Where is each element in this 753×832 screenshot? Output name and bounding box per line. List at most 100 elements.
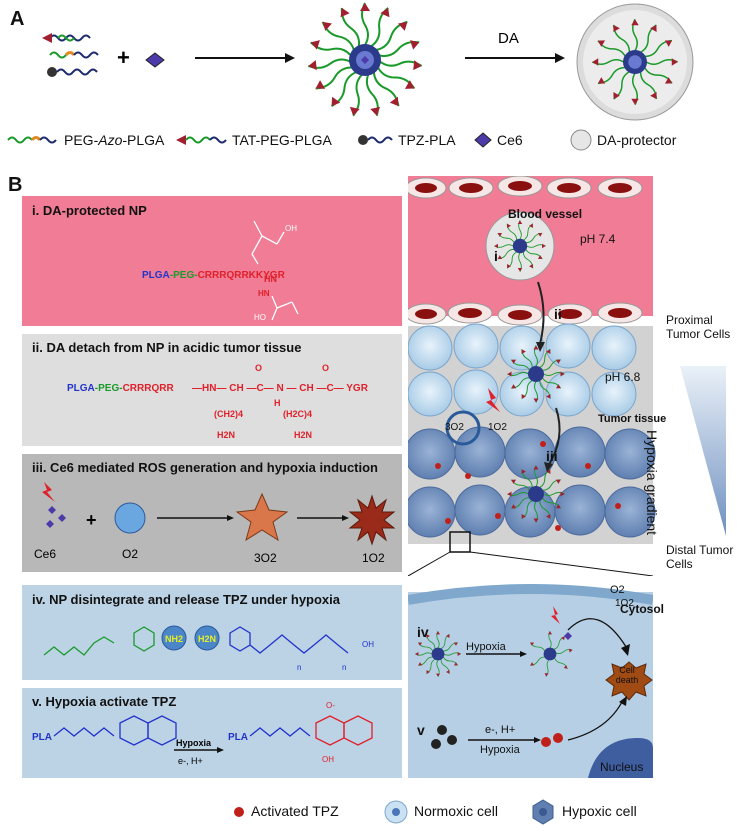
peg-azo-plga-chain-icon <box>49 51 67 59</box>
hypoxia-gradient-label: Hypoxia gradient <box>644 430 660 536</box>
panel-v-o-label: O- <box>326 701 335 710</box>
flow-arrow-ii <box>537 281 545 345</box>
legend-tat-peg-plga-label: TAT-PEG-PLGA <box>232 132 332 148</box>
zoom-death-arrowhead <box>619 696 627 706</box>
vessel-nanoparticle-icon <box>485 211 555 281</box>
da-arrow-label: DA <box>498 30 519 47</box>
tpz-activated-dots <box>541 733 563 747</box>
lightning-icon <box>42 482 55 502</box>
ce6-mol-icon-3 <box>46 520 54 528</box>
panel-i-lower-sidechain <box>271 295 299 321</box>
zoom-death-arrow <box>567 699 624 741</box>
panel-v-conditions: e-, H+ <box>178 756 203 766</box>
panel-iii-singlet-label: 1O2 <box>362 551 385 565</box>
step-iii-label: iii <box>546 448 558 464</box>
amine-sphere-left <box>161 625 187 651</box>
singlet-oxygen-burst-icon <box>348 494 396 546</box>
legend-peg-azo-plga-icon <box>7 136 33 144</box>
endothelial-cells-top <box>408 176 643 199</box>
phenyl-ring-left <box>133 626 155 652</box>
tpz-inactive-dots <box>431 725 457 749</box>
singlet-o2-label: 1O2 <box>488 422 507 433</box>
panel-iv-structure: NH2 H2N n n OH <box>43 625 374 672</box>
legend-da-protector-label: DA-protector <box>597 132 677 148</box>
activated-tpz-dots <box>435 441 621 531</box>
flow-arrow-iii <box>547 407 561 467</box>
panel-ii-h2n-left: H2N <box>217 430 235 440</box>
zoom-o2-label: O2 <box>610 584 625 596</box>
legend-plga-segment <box>39 136 57 144</box>
normoxic-cells <box>408 323 637 417</box>
hypoxic-nanoparticle-icon <box>507 465 565 523</box>
benzo-ring-left <box>147 715 177 746</box>
ph-blood-label: pH 7.4 <box>580 232 616 246</box>
panel-v-pla-right: PLA <box>228 732 248 743</box>
panel-v-structure: PLA Hypoxia e-, H+ PLA O- OH <box>32 701 373 766</box>
triazine-ring-left <box>119 715 149 746</box>
zoom-conditions-label: e-, H+ <box>485 724 516 736</box>
normoxic-cell-nucleus <box>392 808 400 816</box>
zoom-np-disintegrated-icon <box>528 630 574 678</box>
step-i-label: i <box>494 248 498 264</box>
legend-tat-arrow-icon <box>176 135 186 145</box>
zoom-hypoxia-iv-label: Hypoxia <box>466 641 506 653</box>
plga-navy-segment <box>73 51 99 59</box>
panel-ii-h2n-right: H2N <box>294 430 312 440</box>
polymer-chains-group <box>42 33 99 77</box>
panel-ii-formula: PLGA-PEG-CRRRQRR <box>67 383 174 394</box>
ce6-mol-icon-2 <box>58 514 66 522</box>
legend-peg-azo-plga-label: PEG-Azo-PLGA <box>64 132 165 148</box>
cell-death-burst-icon <box>605 661 653 701</box>
cell-membrane <box>408 584 653 605</box>
ph-tumor-label: pH 6.8 <box>605 370 641 384</box>
hypoxic-cell-nucleus <box>539 808 547 816</box>
zoom-selection-box <box>449 531 471 553</box>
panel-iv-oh: OH <box>362 640 374 649</box>
amine-label-left: NH2 <box>165 634 183 644</box>
ros-cycle-icon <box>445 410 481 446</box>
panel-i-upper-sidechain <box>251 220 285 265</box>
activated-tpz-dot-icon <box>234 807 244 817</box>
zoom-arrowhead-hypoxia <box>520 651 527 657</box>
step-v-label: v <box>417 722 425 738</box>
legend-tpz-chain <box>367 136 393 144</box>
zoom-singlet-label: 1O2 <box>615 598 634 609</box>
panel-i-hn-lower: HN <box>258 289 270 298</box>
panel-i <box>22 196 402 326</box>
bottom-legend-icons <box>234 799 554 825</box>
panel-ii-title: ii. DA detach from NP in acidic tumor ti… <box>32 340 302 355</box>
bottom-legend-normoxic: Normoxic cell <box>414 803 499 819</box>
panel-iii-plus: + <box>86 510 97 530</box>
azo-orange-segment <box>64 51 76 57</box>
da-protected-nanoparticle-icon <box>576 3 694 121</box>
panel-ii <box>22 334 402 446</box>
panel-iii-ce6-label: Ce6 <box>34 547 56 561</box>
panel-i-hn: HN <box>264 274 277 284</box>
panel-ii-ch2-right: (H2C)4 <box>283 409 312 419</box>
section-b-letter: B <box>8 174 23 196</box>
peg-green-chain <box>43 636 115 656</box>
legend-tpz-ball-icon <box>358 135 368 145</box>
panel-v-hypoxia-label: Hypoxia <box>176 738 212 748</box>
amine-sphere-right <box>194 625 220 651</box>
zoom-arrowhead-activation <box>534 737 541 743</box>
legend-tat-green <box>185 136 211 144</box>
panel-iv-n-1: n <box>297 663 301 672</box>
legend-azo-segment <box>30 136 42 142</box>
panel-i-structure: OH HN PLGA-PEG-CRRRQRRKKYGR HN HO <box>142 220 299 322</box>
arrow-head-2 <box>555 53 565 63</box>
ce6-diamond-icon <box>145 52 165 68</box>
tumor-microenvironment-diagram <box>408 176 726 576</box>
bottom-legend-activated-tpz: Activated TPZ <box>251 803 339 819</box>
panel-ii-structure: PLGA-PEG-CRRRQRR —HN— CH —C— N — CH —C— … <box>67 363 369 440</box>
cell-zoom-diagram <box>408 584 653 778</box>
panel-iv-n-2: n <box>342 663 346 672</box>
panel-iv-title: iv. NP disintegrate and release TPZ unde… <box>32 592 341 607</box>
tat-arrow-head-icon <box>42 33 52 43</box>
cytosol-label: Cytosol <box>620 602 665 616</box>
panel-ii-o-2: O <box>322 363 329 373</box>
hypoxia-gradient-wedge <box>680 366 726 536</box>
panel-v-title: v. Hypoxia activate TPZ <box>32 694 177 709</box>
panel-iii-arrowhead-1 <box>227 515 234 521</box>
nucleus-label: Nucleus <box>600 760 644 774</box>
